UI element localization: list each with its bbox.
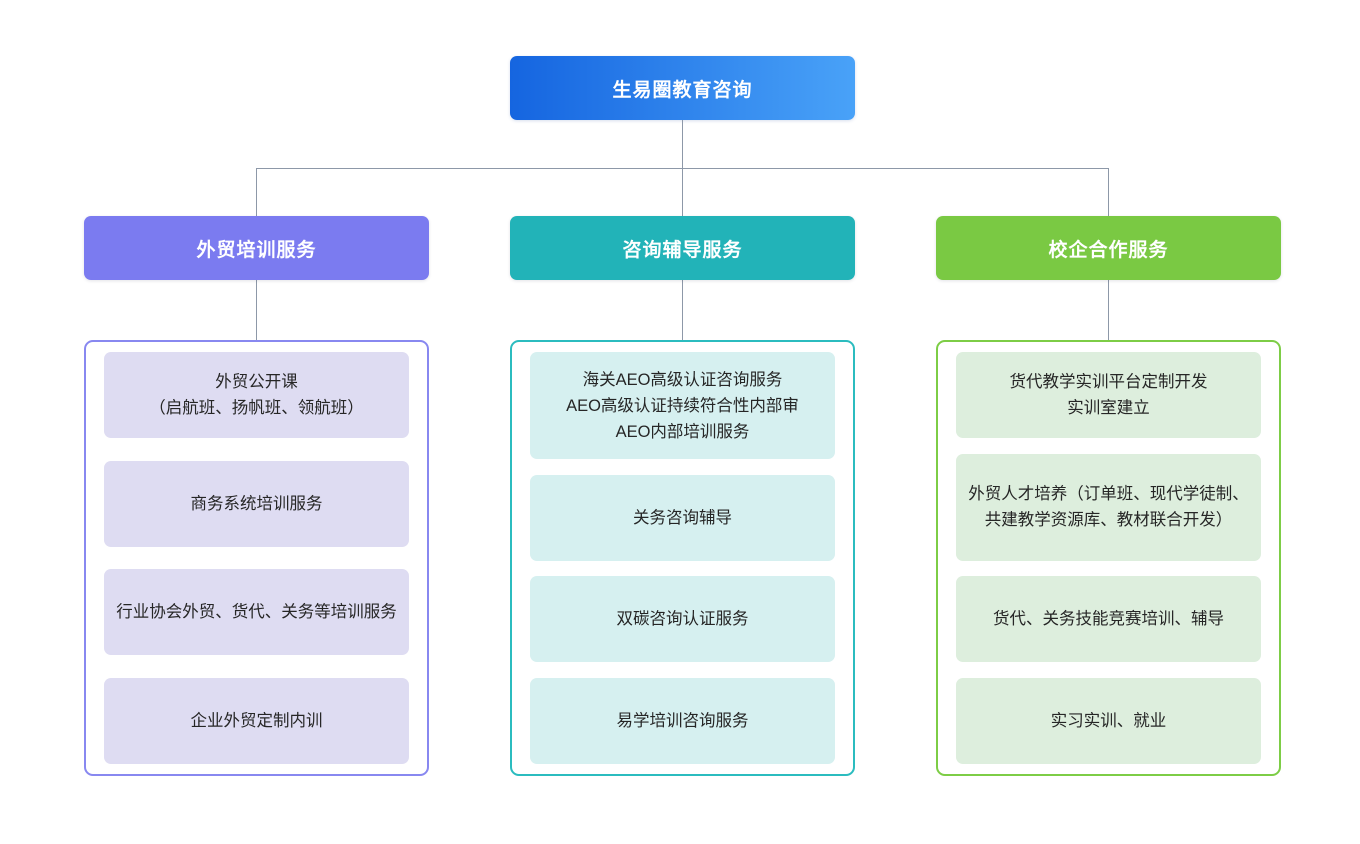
list-item[interactable]: 外贸人才培养（订单班、现代学徒制、共建教学资源库、教材联合开发） bbox=[956, 453, 1261, 561]
connector-drop-column-1 bbox=[256, 168, 257, 216]
list-item[interactable]: 双碳咨询认证服务 bbox=[530, 576, 835, 663]
list-item[interactable]: 货代、关务技能竞赛培训、辅导 bbox=[956, 576, 1261, 663]
category-header-school-enterprise[interactable]: 校企合作服务 bbox=[936, 216, 1281, 280]
group-container-training: 外贸公开课 （启航班、扬帆班、领航班） 商务系统培训服务 行业协会外贸、货代、关… bbox=[84, 340, 429, 776]
list-item[interactable]: 海关AEO高级认证咨询服务 AEO高级认证持续符合性内部审 AEO内部培训服务 bbox=[530, 352, 835, 459]
list-item[interactable]: 行业协会外贸、货代、关务等培训服务 bbox=[104, 569, 409, 656]
category-header-label: 外贸培训服务 bbox=[196, 239, 317, 261]
list-item[interactable]: 外贸公开课 （启航班、扬帆班、领航班） bbox=[104, 352, 409, 438]
group-container-consulting: 海关AEO高级认证咨询服务 AEO高级认证持续符合性内部审 AEO内部培训服务 … bbox=[510, 340, 855, 776]
list-item[interactable]: 关务咨询辅导 bbox=[530, 474, 835, 561]
connector-header-to-group-3 bbox=[1108, 280, 1109, 340]
category-header-label: 咨询辅导服务 bbox=[622, 239, 743, 261]
connector-header-to-group-1 bbox=[256, 280, 257, 340]
connector-drop-column-3 bbox=[1108, 168, 1109, 216]
list-item[interactable]: 企业外贸定制内训 bbox=[104, 677, 409, 764]
connector-root-stem bbox=[682, 120, 683, 168]
category-header-consulting[interactable]: 咨询辅导服务 bbox=[510, 216, 855, 280]
list-item[interactable]: 货代教学实训平台定制开发 实训室建立 bbox=[956, 352, 1261, 438]
group-container-school-enterprise: 货代教学实训平台定制开发 实训室建立 外贸人才培养（订单班、现代学徒制、共建教学… bbox=[936, 340, 1281, 776]
category-header-training[interactable]: 外贸培训服务 bbox=[84, 216, 429, 280]
list-item[interactable]: 易学培训咨询服务 bbox=[530, 677, 835, 764]
root-node[interactable]: 生易圈教育咨询 bbox=[510, 56, 855, 120]
connector-header-to-group-2 bbox=[682, 280, 683, 340]
root-node-label: 生易圈教育咨询 bbox=[612, 79, 753, 101]
list-item[interactable]: 实习实训、就业 bbox=[956, 677, 1261, 764]
category-header-label: 校企合作服务 bbox=[1048, 239, 1169, 261]
list-item[interactable]: 商务系统培训服务 bbox=[104, 460, 409, 547]
connector-drop-column-2 bbox=[682, 168, 683, 216]
